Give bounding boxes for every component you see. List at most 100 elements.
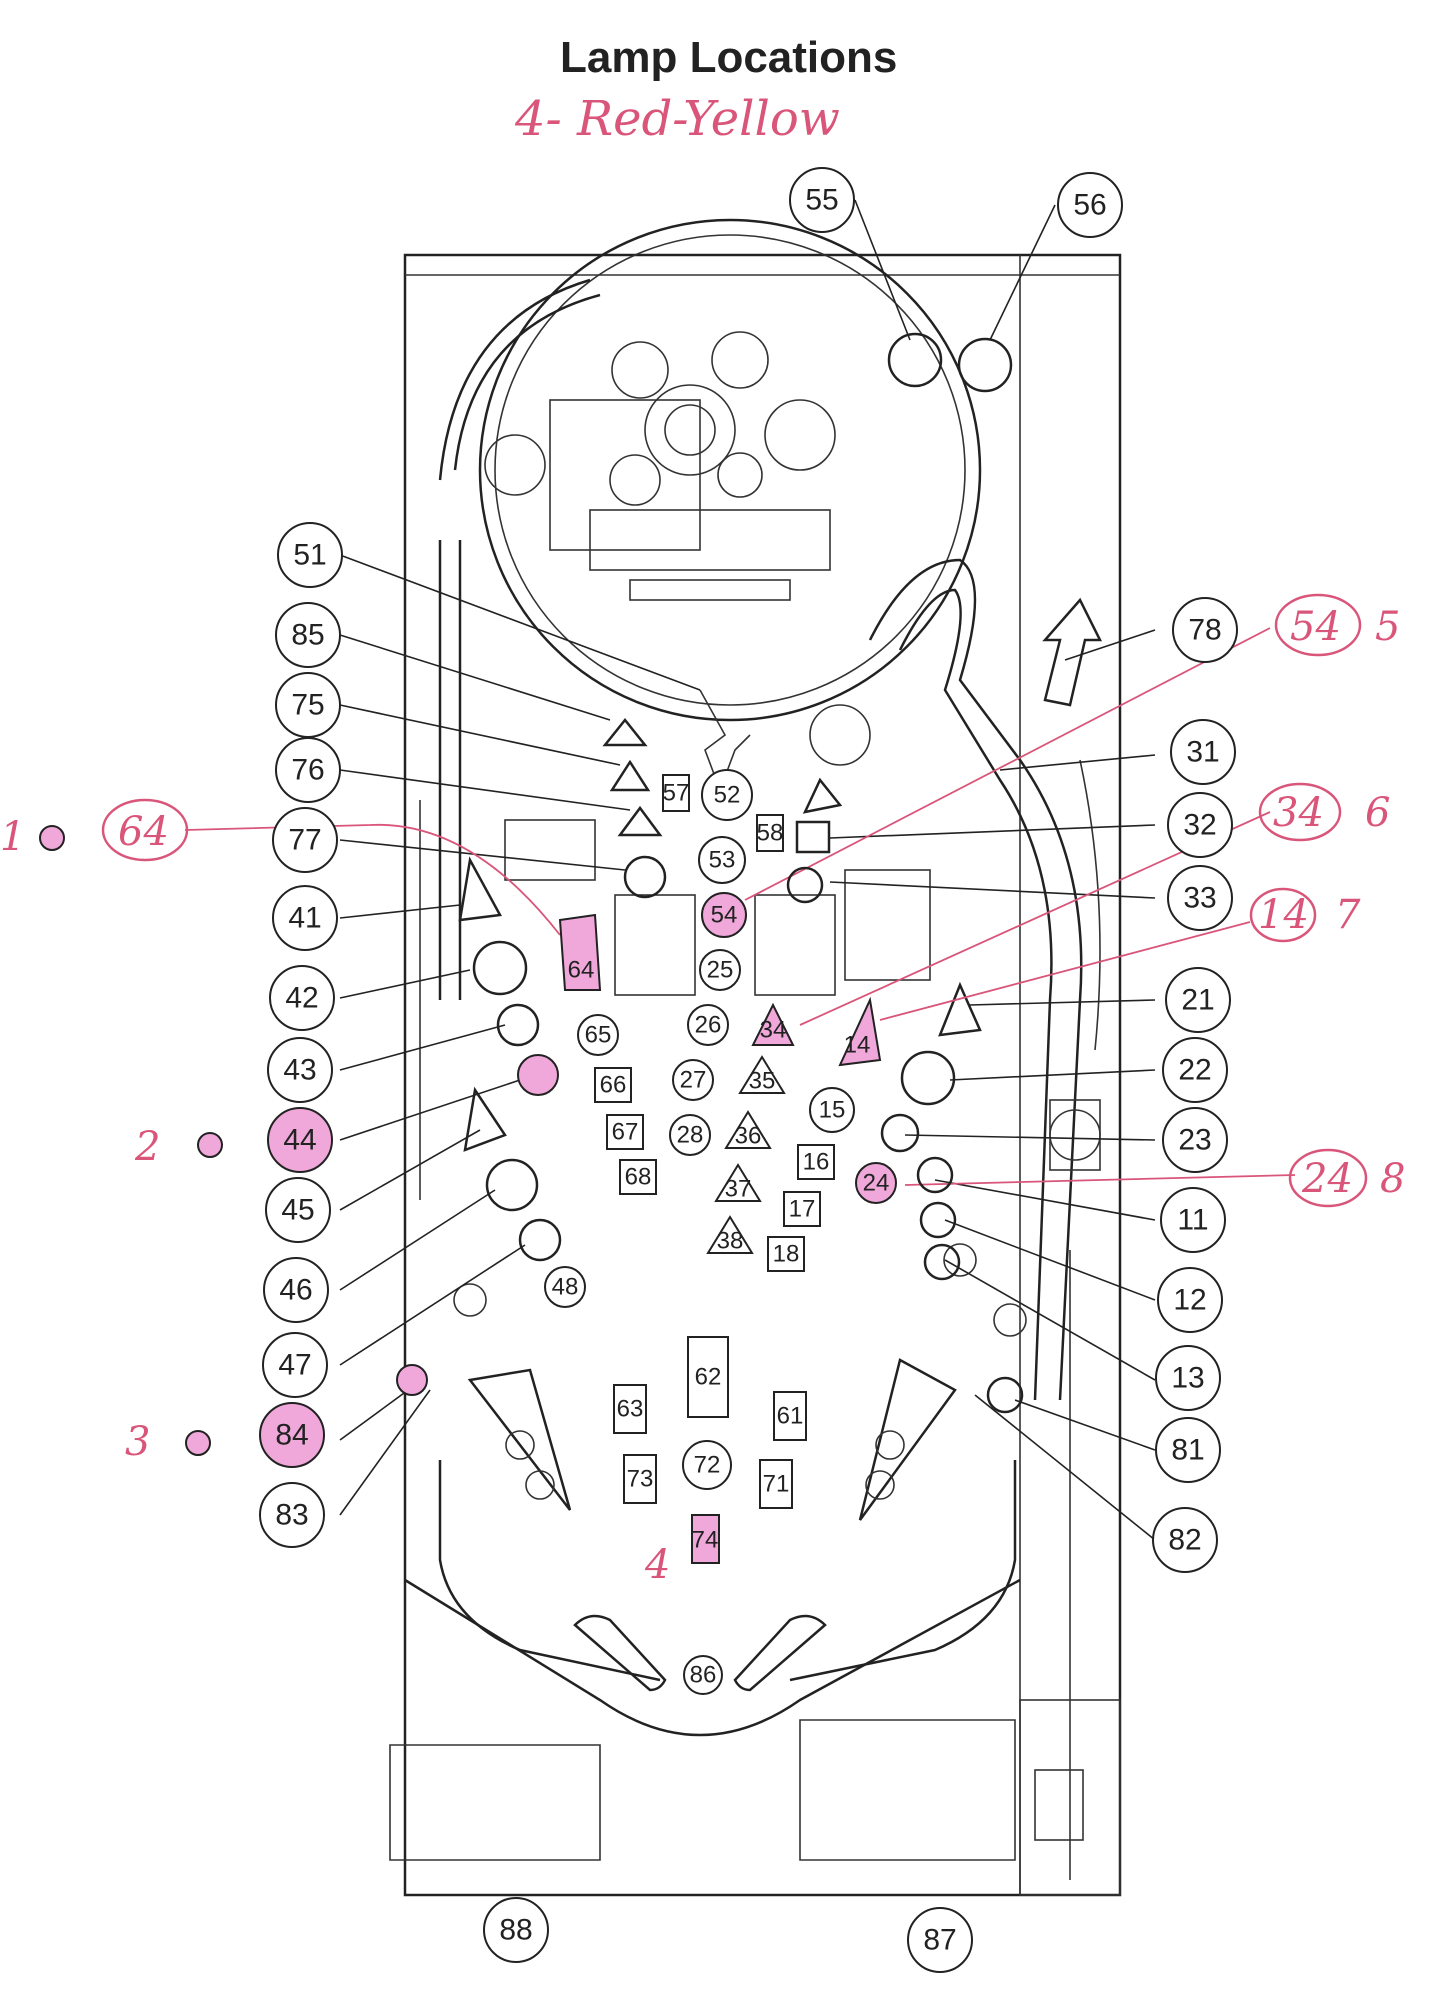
svg-text:21: 21 (1181, 984, 1214, 1017)
svg-text:26: 26 (695, 1012, 722, 1039)
handwritten-annotations: 1 64 54 5 34 6 14 7 24 8 2 3 4 (0, 593, 1405, 1588)
svg-text:33: 33 (1183, 882, 1216, 915)
svg-text:78: 78 (1188, 614, 1221, 647)
svg-text:65: 65 (585, 1022, 612, 1049)
svg-text:54: 54 (1290, 604, 1341, 650)
svg-text:71: 71 (763, 1471, 790, 1498)
svg-text:64: 64 (568, 957, 595, 984)
svg-text:66: 66 (600, 1072, 627, 1099)
svg-text:85: 85 (291, 619, 324, 652)
highlighted-playfield-lamps: 54 64 34 14 24 74 (558, 892, 897, 1564)
lamp-84-socket (396, 1364, 428, 1396)
svg-text:62: 62 (695, 1364, 722, 1391)
lamp-42-socket (472, 940, 528, 996)
svg-text:42: 42 (285, 982, 318, 1015)
svg-text:27: 27 (680, 1067, 707, 1094)
svg-text:5: 5 (1375, 604, 1400, 650)
svg-text:87: 87 (923, 1924, 956, 1957)
svg-text:37: 37 (725, 1176, 752, 1203)
svg-text:88: 88 (499, 1914, 532, 1947)
svg-text:25: 25 (707, 957, 734, 984)
lamp-12-socket (919, 1201, 957, 1239)
svg-text:2: 2 (134, 1124, 160, 1170)
svg-text:14: 14 (1258, 892, 1309, 938)
svg-text:81: 81 (1171, 1434, 1204, 1467)
lamp-77-socket (623, 855, 667, 899)
svg-text:3: 3 (125, 1419, 150, 1465)
svg-text:53: 53 (709, 847, 736, 874)
playfield-circle-lamps: 52 53 25 26 27 28 65 15 48 72 86 (544, 769, 855, 1695)
lamp-44-socket (517, 1054, 559, 1096)
lamp-11-socket (916, 1156, 954, 1194)
svg-text:4: 4 (644, 1542, 670, 1588)
lamp-43-socket (496, 1003, 540, 1047)
svg-text:44: 44 (283, 1124, 316, 1157)
svg-text:63: 63 (617, 1396, 644, 1423)
svg-text:34: 34 (1273, 790, 1324, 836)
svg-text:28: 28 (677, 1122, 704, 1149)
lamp-81-socket (986, 1376, 1024, 1414)
playfield-triangle-lamps: 35 36 37 38 (706, 1055, 786, 1255)
svg-text:1: 1 (0, 814, 25, 860)
right-callouts: 78 31 32 33 21 22 23 11 12 13 81 82 (1152, 597, 1238, 1573)
svg-text:58: 58 (757, 820, 784, 847)
svg-text:43: 43 (283, 1054, 316, 1087)
svg-text:75: 75 (291, 689, 324, 722)
svg-text:24: 24 (863, 1170, 890, 1197)
svg-text:11: 11 (1177, 1204, 1208, 1237)
svg-text:61: 61 (777, 1403, 804, 1430)
top-callouts: 55 56 (789, 167, 1123, 238)
svg-text:38: 38 (717, 1228, 744, 1255)
lamp-22-socket (900, 1050, 956, 1106)
lamp-56-socket (957, 337, 1013, 393)
svg-text:12: 12 (1173, 1284, 1206, 1317)
svg-text:7: 7 (1335, 892, 1361, 938)
callout-leaders (339, 199, 1156, 1541)
svg-text:41: 41 (288, 902, 321, 935)
svg-text:77: 77 (288, 824, 321, 857)
svg-text:51: 51 (293, 539, 326, 572)
svg-text:35: 35 (749, 1068, 776, 1095)
svg-text:86: 86 (690, 1662, 717, 1689)
lamp-33-socket (786, 866, 824, 904)
svg-text:16: 16 (803, 1149, 830, 1176)
svg-text:17: 17 (789, 1196, 816, 1223)
svg-text:48: 48 (552, 1274, 579, 1301)
svg-text:74: 74 (692, 1527, 719, 1554)
svg-text:54: 54 (711, 902, 738, 929)
svg-text:18: 18 (773, 1241, 800, 1268)
svg-text:13: 13 (1171, 1362, 1204, 1395)
svg-text:22: 22 (1178, 1054, 1211, 1087)
svg-text:82: 82 (1168, 1524, 1201, 1557)
left-callouts: 51 85 75 76 77 41 42 43 44 45 46 47 84 8… (259, 522, 343, 1548)
lamp-13-socket (923, 1243, 961, 1281)
svg-text:14: 14 (844, 1032, 871, 1059)
svg-text:56: 56 (1073, 189, 1106, 222)
page-title: Lamp Locations (560, 33, 897, 82)
svg-text:84: 84 (275, 1419, 308, 1452)
triangle-inserts-upper (458, 717, 982, 1152)
svg-text:31: 31 (1186, 736, 1219, 769)
svg-text:6: 6 (1365, 790, 1390, 836)
svg-text:72: 72 (694, 1452, 721, 1479)
handwritten-note: 4- Red-Yellow (514, 91, 840, 147)
svg-text:83: 83 (275, 1499, 308, 1532)
svg-text:45: 45 (281, 1194, 314, 1227)
playfield-square-lamps: 57 58 66 67 68 16 17 18 62 63 73 61 71 (594, 774, 835, 1509)
lamp-46-socket (485, 1158, 539, 1212)
lamp-55-socket (887, 332, 943, 388)
bottom-callouts: 88 87 (483, 1897, 973, 1973)
playfield-outline (389, 218, 1122, 1897)
svg-text:46: 46 (279, 1274, 312, 1307)
svg-text:32: 32 (1183, 809, 1216, 842)
svg-text:34: 34 (760, 1017, 787, 1044)
lamp-23-socket (880, 1113, 920, 1153)
lamp-47-socket (518, 1218, 562, 1262)
svg-text:55: 55 (805, 184, 838, 217)
svg-text:52: 52 (714, 782, 741, 809)
svg-text:68: 68 (625, 1164, 652, 1191)
svg-text:73: 73 (627, 1466, 654, 1493)
svg-text:76: 76 (291, 754, 324, 787)
svg-text:47: 47 (278, 1349, 311, 1382)
